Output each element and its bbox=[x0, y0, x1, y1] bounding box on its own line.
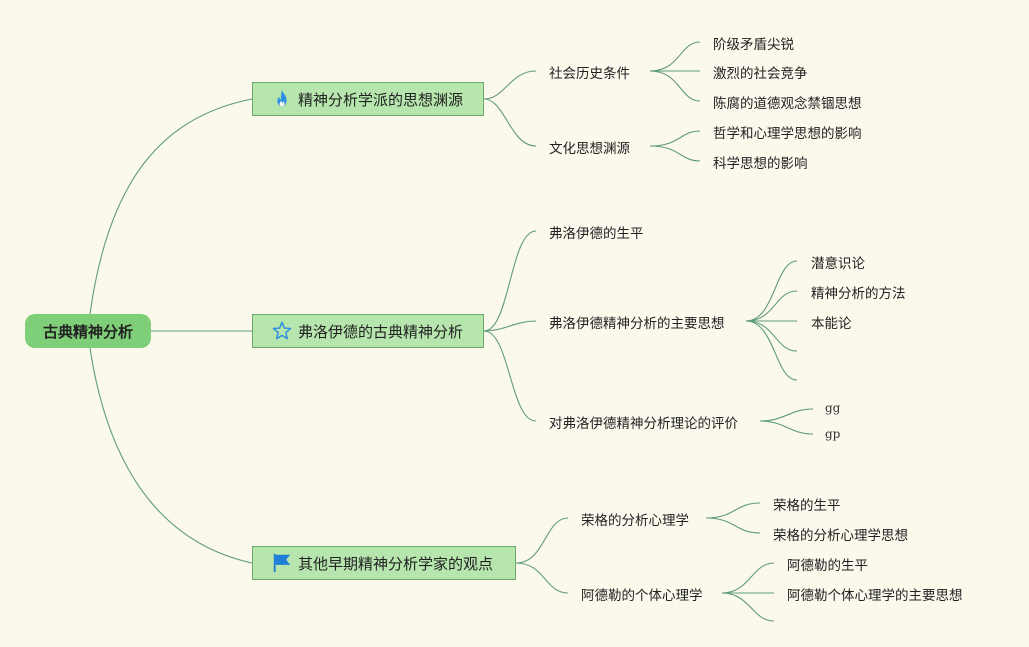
topic-adler[interactable]: 阿德勒的个体心理学 bbox=[581, 588, 703, 604]
topic-jung[interactable]: 荣格的分析心理学 bbox=[581, 513, 689, 529]
root-topic-label: 古典精神分析 bbox=[42, 322, 133, 341]
leaf-topic[interactable]: 激烈的社会竞争 bbox=[713, 66, 808, 82]
star-icon bbox=[271, 320, 293, 342]
flag-icon bbox=[271, 552, 293, 574]
branch-freud-classical[interactable]: 弗洛伊德的古典精神分析 bbox=[252, 314, 484, 348]
topic-freud-main-ideas[interactable]: 弗洛伊德精神分析的主要思想 bbox=[549, 316, 725, 332]
leaf-topic[interactable]: 精神分析的方法 bbox=[811, 286, 906, 302]
leaf-topic[interactable]: 阿德勒个体心理学的主要思想 bbox=[787, 588, 963, 604]
leaf-topic[interactable]: 荣格的生平 bbox=[773, 498, 841, 514]
leaf-topic[interactable]: 潜意识论 bbox=[811, 256, 865, 272]
leaf-topic[interactable]: 科学思想的影响 bbox=[713, 156, 808, 172]
branch-label: 弗洛伊德的古典精神分析 bbox=[298, 322, 464, 341]
leaf-topic[interactable]: gg bbox=[825, 401, 841, 415]
leaf-topic[interactable]: 本能论 bbox=[811, 316, 852, 332]
branch-label: 其他早期精神分析学家的观点 bbox=[298, 554, 494, 573]
leaf-topic[interactable]: 哲学和心理学思想的影响 bbox=[713, 126, 862, 142]
topic-freud-evaluation[interactable]: 对弗洛伊德精神分析理论的评价 bbox=[549, 416, 738, 432]
leaf-topic[interactable]: 陈腐的道德观念禁锢思想 bbox=[713, 96, 862, 112]
topic-cultural-origins[interactable]: 文化思想渊源 bbox=[549, 141, 630, 157]
flame-icon bbox=[271, 88, 293, 110]
leaf-topic[interactable]: gp bbox=[825, 427, 841, 441]
leaf-topic[interactable]: 荣格的分析心理学思想 bbox=[773, 528, 908, 544]
leaf-topic[interactable]: 阶级矛盾尖锐 bbox=[713, 37, 794, 53]
root-topic[interactable]: 古典精神分析 bbox=[25, 314, 151, 348]
branch-other-analysts[interactable]: 其他早期精神分析学家的观点 bbox=[252, 546, 516, 580]
branch-label: 精神分析学派的思想渊源 bbox=[298, 90, 464, 109]
topic-freud-life[interactable]: 弗洛伊德的生平 bbox=[549, 226, 644, 242]
branch-thought-origins[interactable]: 精神分析学派的思想渊源 bbox=[252, 82, 484, 116]
leaf-topic[interactable]: 阿德勒的生平 bbox=[787, 558, 868, 574]
topic-social-history[interactable]: 社会历史条件 bbox=[549, 66, 630, 82]
